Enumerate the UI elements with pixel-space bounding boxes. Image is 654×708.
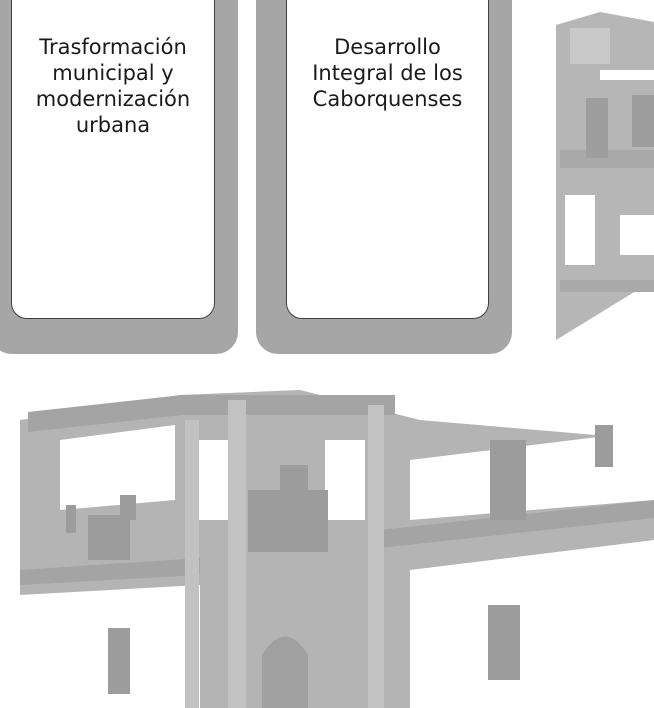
card-middle-text: Desarrollo Integral de los Caborquenses (312, 35, 463, 111)
card-left-text: Trasformación municipal y modernización … (35, 35, 191, 137)
card-left: Trasformación municipal y modernización … (11, 0, 215, 319)
card-middle: Desarrollo Integral de los Caborquenses (286, 0, 489, 319)
